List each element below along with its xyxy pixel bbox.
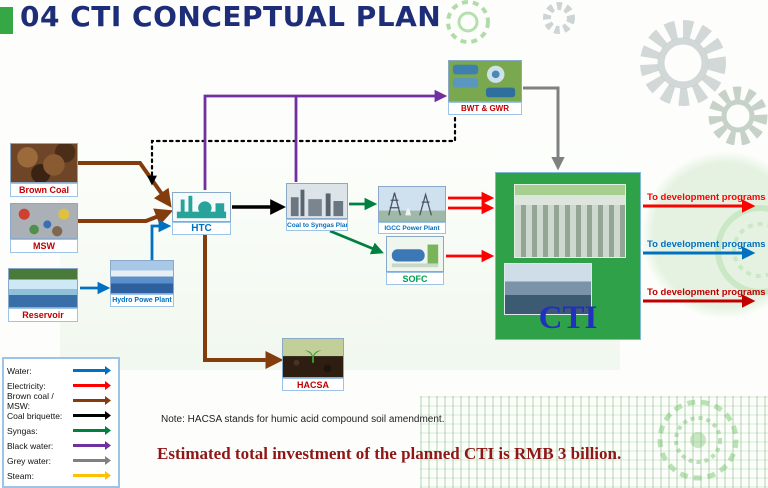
legend-line-syngas <box>73 429 105 432</box>
node-brown-coal: Brown Coal <box>10 143 78 197</box>
legend: Water: Electricity: Brown coal / MSW: Co… <box>2 357 120 488</box>
node-cti: CTI <box>495 172 641 340</box>
node-msw: MSW <box>10 203 78 253</box>
legend-line-grey-water <box>73 459 105 462</box>
hacsa-image <box>282 338 344 378</box>
brown-coal-label: Brown Coal <box>10 183 78 197</box>
bwt-gwr-image <box>448 60 522 102</box>
msw-image <box>10 203 78 239</box>
node-bwt-gwr: BWT & GWR <box>448 60 522 115</box>
page-title: 04 CTI CONCEPTUAL PLAN <box>20 0 442 33</box>
legend-label: Syngas: <box>7 425 38 436</box>
igcc-power-plant-image <box>378 186 446 222</box>
gear-decoration-large <box>640 20 726 106</box>
legend-row-grey-water: Grey water: <box>7 453 115 468</box>
legend-line-black-water <box>73 444 105 447</box>
gear-decoration-medium <box>708 86 768 146</box>
title-accent-square <box>0 7 13 34</box>
reservoir-image <box>8 268 78 308</box>
gear-decoration-small <box>543 2 575 34</box>
legend-arrow-steam <box>105 471 111 480</box>
legend-arrow-water <box>105 366 111 375</box>
node-hacsa: HACSA <box>282 338 344 391</box>
legend-line-steam <box>73 474 105 477</box>
legend-label: Brown coal / MSW: <box>7 390 54 411</box>
green-ring-top <box>446 0 490 44</box>
bottom-green-pattern <box>420 396 768 488</box>
legend-row-electricity: Electricity: <box>7 378 115 393</box>
legend-row-black-water: Black water: <box>7 438 115 453</box>
legend-row-syngas: Syngas: <box>7 423 115 438</box>
legend-row-coal-briquette: Coal briquette: <box>7 408 115 423</box>
legend-arrow-brown-coal <box>105 396 111 405</box>
htc-label: HTC <box>172 222 231 235</box>
investment-statement: Estimated total investment of the planne… <box>157 444 622 463</box>
cti-plant-photo <box>514 184 626 258</box>
legend-row-water: Water: <box>7 363 115 378</box>
legend-line-electricity <box>73 384 105 387</box>
msw-label: MSW <box>10 239 78 253</box>
htc-image <box>172 192 231 222</box>
legend-label: Water: <box>7 365 32 376</box>
coal-to-syngas-plant-label: Coal to Syngas Plant <box>286 219 348 231</box>
node-htc: HTC <box>172 192 231 235</box>
dev-program-label-2: To development programs <box>647 239 766 250</box>
legend-arrow-black-water <box>105 441 111 450</box>
legend-arrow-grey-water <box>105 456 111 465</box>
legend-line-coal-briquette <box>73 414 105 417</box>
legend-label: Grey water: <box>7 455 51 466</box>
sofc-label: SOFC <box>386 272 444 285</box>
node-hydro-power-plant: Hydro Powe Plant <box>110 260 174 307</box>
dev-program-label-1: To development programs <box>647 192 766 203</box>
cti-label: CTI <box>538 300 598 336</box>
hacsa-note: Note: HACSA stands for humic acid compou… <box>161 414 445 425</box>
legend-label: Steam: <box>7 470 34 481</box>
hydro-power-plant-label: Hydro Powe Plant <box>110 294 174 307</box>
reservoir-label: Reservoir <box>8 308 78 322</box>
node-coal-to-syngas-plant: Coal to Syngas Plant <box>286 183 348 231</box>
bwt-gwr-label: BWT & GWR <box>448 102 522 115</box>
legend-row-steam: Steam: <box>7 468 115 483</box>
legend-arrow-electricity <box>105 381 111 390</box>
legend-label: Black water: <box>7 440 54 451</box>
legend-line-brown-coal <box>73 399 105 402</box>
node-igcc-power-plant: IGCC Power Plant <box>378 186 446 234</box>
dev-program-label-3: To development programs <box>647 287 766 298</box>
sofc-image <box>386 236 444 272</box>
node-reservoir: Reservoir <box>8 268 78 322</box>
hacsa-label: HACSA <box>282 378 344 391</box>
legend-label: Electricity: <box>7 380 46 391</box>
legend-arrow-syngas <box>105 426 111 435</box>
igcc-power-plant-label: IGCC Power Plant <box>378 222 446 234</box>
legend-row-brown-coal: Brown coal / MSW: <box>7 390 115 411</box>
node-sofc: SOFC <box>386 236 444 285</box>
cti-facility-photo <box>504 263 592 315</box>
coal-to-syngas-plant-image <box>286 183 348 219</box>
brown-coal-image <box>10 143 78 183</box>
hydro-power-plant-image <box>110 260 174 294</box>
legend-line-water <box>73 369 105 372</box>
green-ring-bottom <box>657 399 739 481</box>
legend-label: Coal briquette: <box>7 410 63 421</box>
legend-arrow-coal-briquette <box>105 411 111 420</box>
